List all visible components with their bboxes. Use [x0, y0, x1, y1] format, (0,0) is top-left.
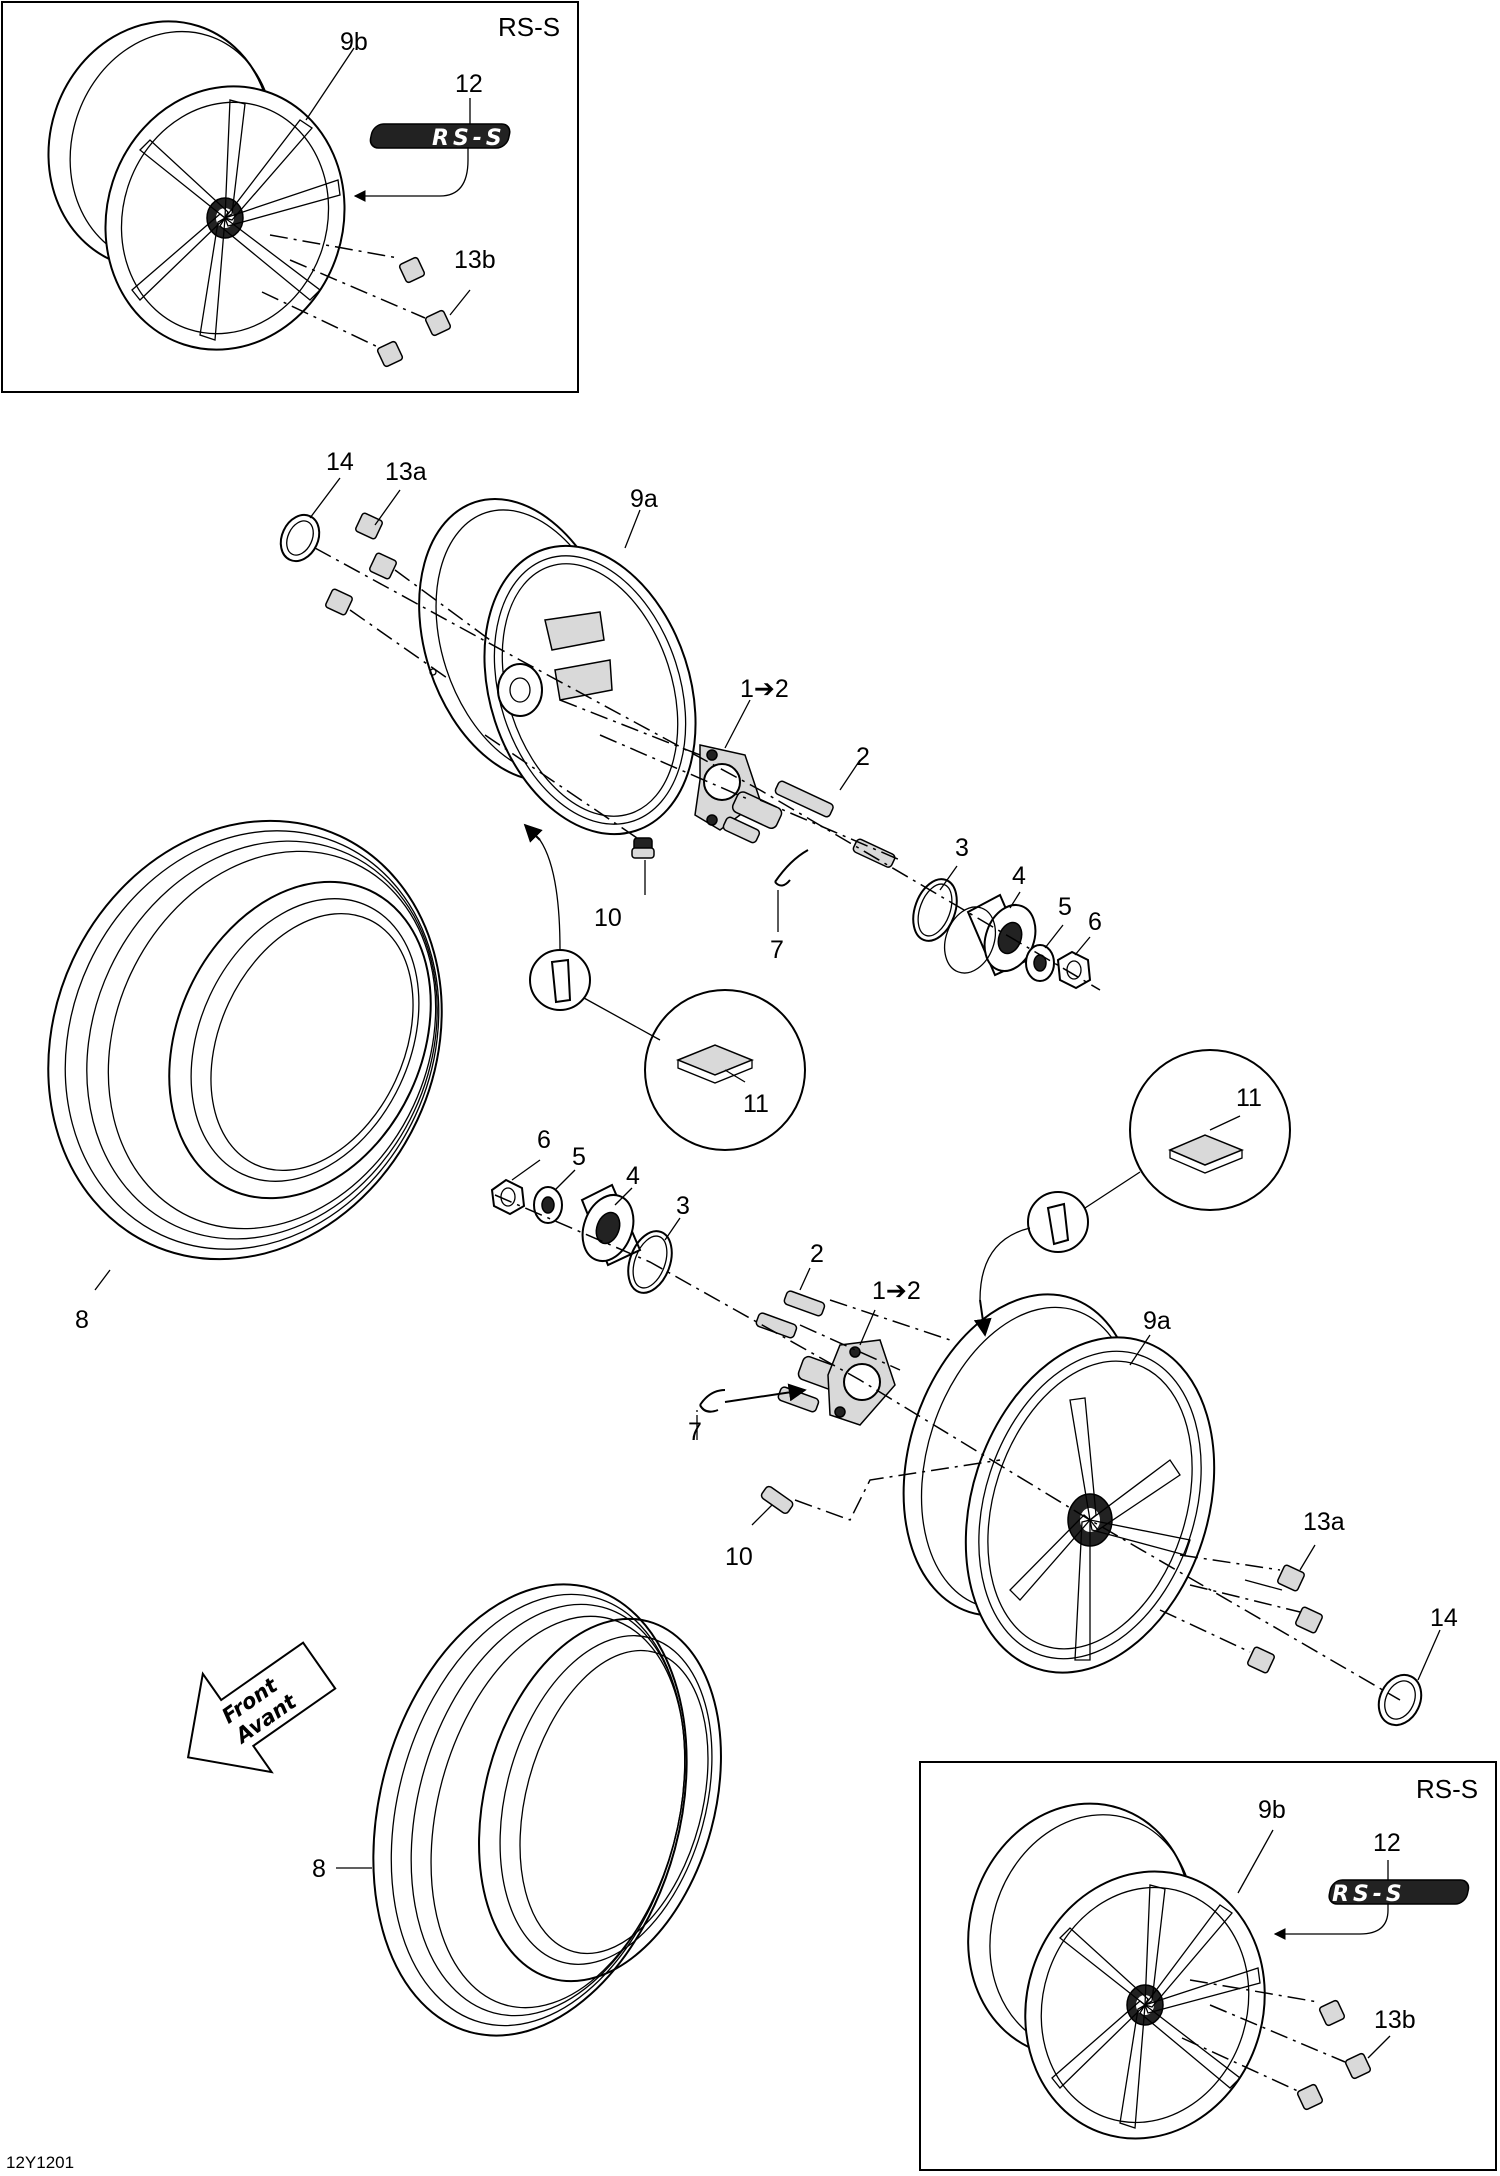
callout-9a-lower: 9a	[1143, 1307, 1171, 1335]
circlip-3-upper	[912, 878, 958, 942]
rim-9a-lower	[902, 1293, 1216, 1674]
cotter-pin-7-lower	[699, 1389, 726, 1413]
drawing-code: 12Y1201	[6, 2153, 74, 2172]
badge-12: RS-S	[369, 123, 511, 151]
inset-rs-s-top: RS-S RS-S	[1, 1, 579, 393]
callout-13b: 13b	[454, 246, 496, 274]
studs-2-upper	[722, 780, 896, 868]
callout-11-upper: 11	[743, 1090, 769, 1118]
nut-6-lower	[490, 1178, 526, 1216]
variant-label: RS-S	[498, 12, 560, 42]
callout-4-upper: 4	[1012, 862, 1026, 890]
cotter-pin-7-upper	[774, 849, 809, 887]
callout-5-upper: 5	[1058, 893, 1072, 921]
callout-1-2-upper: 1➔2	[740, 675, 789, 703]
callout-7-lower: 7	[688, 1418, 702, 1446]
callout-1-2-lower: 1➔2	[872, 1277, 921, 1305]
weight-detail-circle-large-lower	[1129, 1049, 1291, 1211]
callout-9a-upper: 9a	[630, 485, 658, 513]
upper-wheel-assembly: 14 13a 9a 1➔2 2 3 4 5 6 10 7 11	[279, 448, 1102, 1151]
callout-12: 12	[1373, 1829, 1401, 1857]
callout-10-lower: 10	[725, 1543, 753, 1571]
callout-4-lower: 4	[626, 1162, 640, 1190]
callout-6-upper: 6	[1088, 908, 1102, 936]
inset-rs-s-bottom: RS-S RS-S	[919, 1761, 1497, 2171]
washer-5-upper	[1025, 944, 1055, 982]
front-direction-arrow: Front Avant	[186, 1641, 337, 1774]
nut-6-upper	[1056, 950, 1092, 990]
callout-3-lower: 3	[676, 1192, 690, 1220]
callout-12: 12	[455, 70, 483, 98]
callout-14-lower: 14	[1430, 1604, 1458, 1632]
svg-text:RS-S: RS-S	[1332, 1882, 1406, 1907]
callout-3-upper: 3	[955, 834, 969, 862]
callout-13a-upper: 13a	[385, 458, 427, 486]
callout-2-upper: 2	[856, 743, 870, 771]
variant-label: RS-S	[1416, 1774, 1478, 1804]
callout-6-lower: 6	[537, 1126, 551, 1154]
lower-wheel-assembly: 6 5 4 3 2 1➔2 9a 11 7 10 13a 14	[490, 1049, 1458, 1727]
valve-stem-10-upper	[631, 837, 655, 859]
bearing-4-lower	[580, 1183, 642, 1267]
washer-5-lower	[533, 1186, 563, 1224]
callout-8-lower: 8	[312, 1855, 326, 1883]
callout-5-lower: 5	[572, 1143, 586, 1171]
rim-9b	[967, 1802, 1266, 2140]
wheel-nuts-13a-lower	[1247, 1564, 1323, 1674]
weight-detail-circle-small-lower	[1027, 1191, 1089, 1253]
callout-2-lower: 2	[810, 1240, 824, 1268]
hub-1-2-upper	[694, 744, 783, 831]
wheel-nuts-13b	[376, 256, 452, 368]
callout-7-upper: 7	[770, 936, 784, 964]
wheel-nuts-13a-upper	[325, 512, 397, 616]
bearing-4-upper	[943, 893, 1037, 977]
callout-9b: 9b	[340, 28, 368, 56]
callout-13b: 13b	[1374, 2006, 1416, 2034]
studs-2-lower	[755, 1290, 826, 1413]
center-cap-14-upper	[279, 513, 321, 563]
callout-10-upper: 10	[594, 904, 622, 932]
valve-stem-10-lower	[760, 1485, 794, 1515]
callout-9b: 9b	[1258, 1796, 1286, 1824]
svg-text:RS-S: RS-S	[432, 126, 506, 151]
tire-8-lower: 8	[312, 1583, 722, 2037]
rim-9b	[47, 20, 346, 351]
callout-13a-lower: 13a	[1303, 1508, 1345, 1536]
callout-8-upper: 8	[75, 1306, 89, 1334]
callout-14-upper: 14	[326, 448, 354, 476]
wheel-nuts-13b	[1296, 1999, 1372, 2111]
tire-8-upper: 8	[47, 819, 443, 1334]
badge-12: RS-S	[1328, 1879, 1470, 1907]
callout-11-lower: 11	[1236, 1084, 1262, 1112]
circlip-3-lower	[627, 1230, 673, 1294]
inset-frame	[1, 1, 579, 393]
inset-frame	[919, 1761, 1497, 2171]
weight-detail-circle-large-upper	[644, 989, 806, 1151]
rim-9a-upper	[418, 498, 697, 836]
